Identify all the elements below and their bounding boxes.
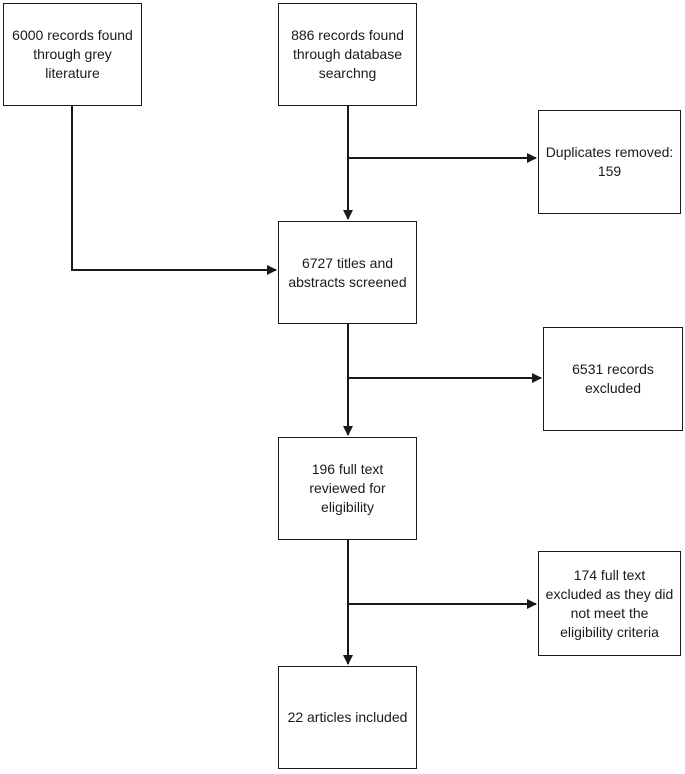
node-grey-literature: 6000 records found through grey literatu… [3, 3, 142, 106]
node-grey-literature-text: 6000 records found through grey literatu… [12, 27, 133, 81]
node-articles-included: 22 articles included [278, 666, 417, 769]
node-full-text-reviewed: 196 full text reviewed for eligibility [278, 437, 417, 540]
node-full-text-reviewed-text: 196 full text reviewed for eligibility [309, 461, 386, 515]
node-database-search: 886 records found through database searc… [278, 3, 417, 106]
node-duplicates-removed: Duplicates removed: 159 [538, 110, 681, 214]
node-records-excluded-text: 6531 records excluded [572, 361, 654, 396]
node-full-text-excluded-text: 174 full text excluded as they did not m… [545, 566, 674, 640]
node-titles-abstracts-screened: 6727 titles and abstracts screened [278, 221, 417, 324]
node-database-search-text: 886 records found through database searc… [291, 27, 404, 81]
connector-grey-literature-down [71, 106, 277, 275]
node-records-excluded: 6531 records excluded [543, 327, 683, 431]
node-articles-included-text: 22 articles included [287, 709, 408, 725]
node-titles-abstracts-screened-text: 6727 titles and abstracts screened [288, 254, 407, 290]
node-full-text-excluded: 174 full text excluded as they did not m… [538, 551, 681, 656]
node-duplicates-removed-text: Duplicates removed: 159 [545, 144, 674, 179]
